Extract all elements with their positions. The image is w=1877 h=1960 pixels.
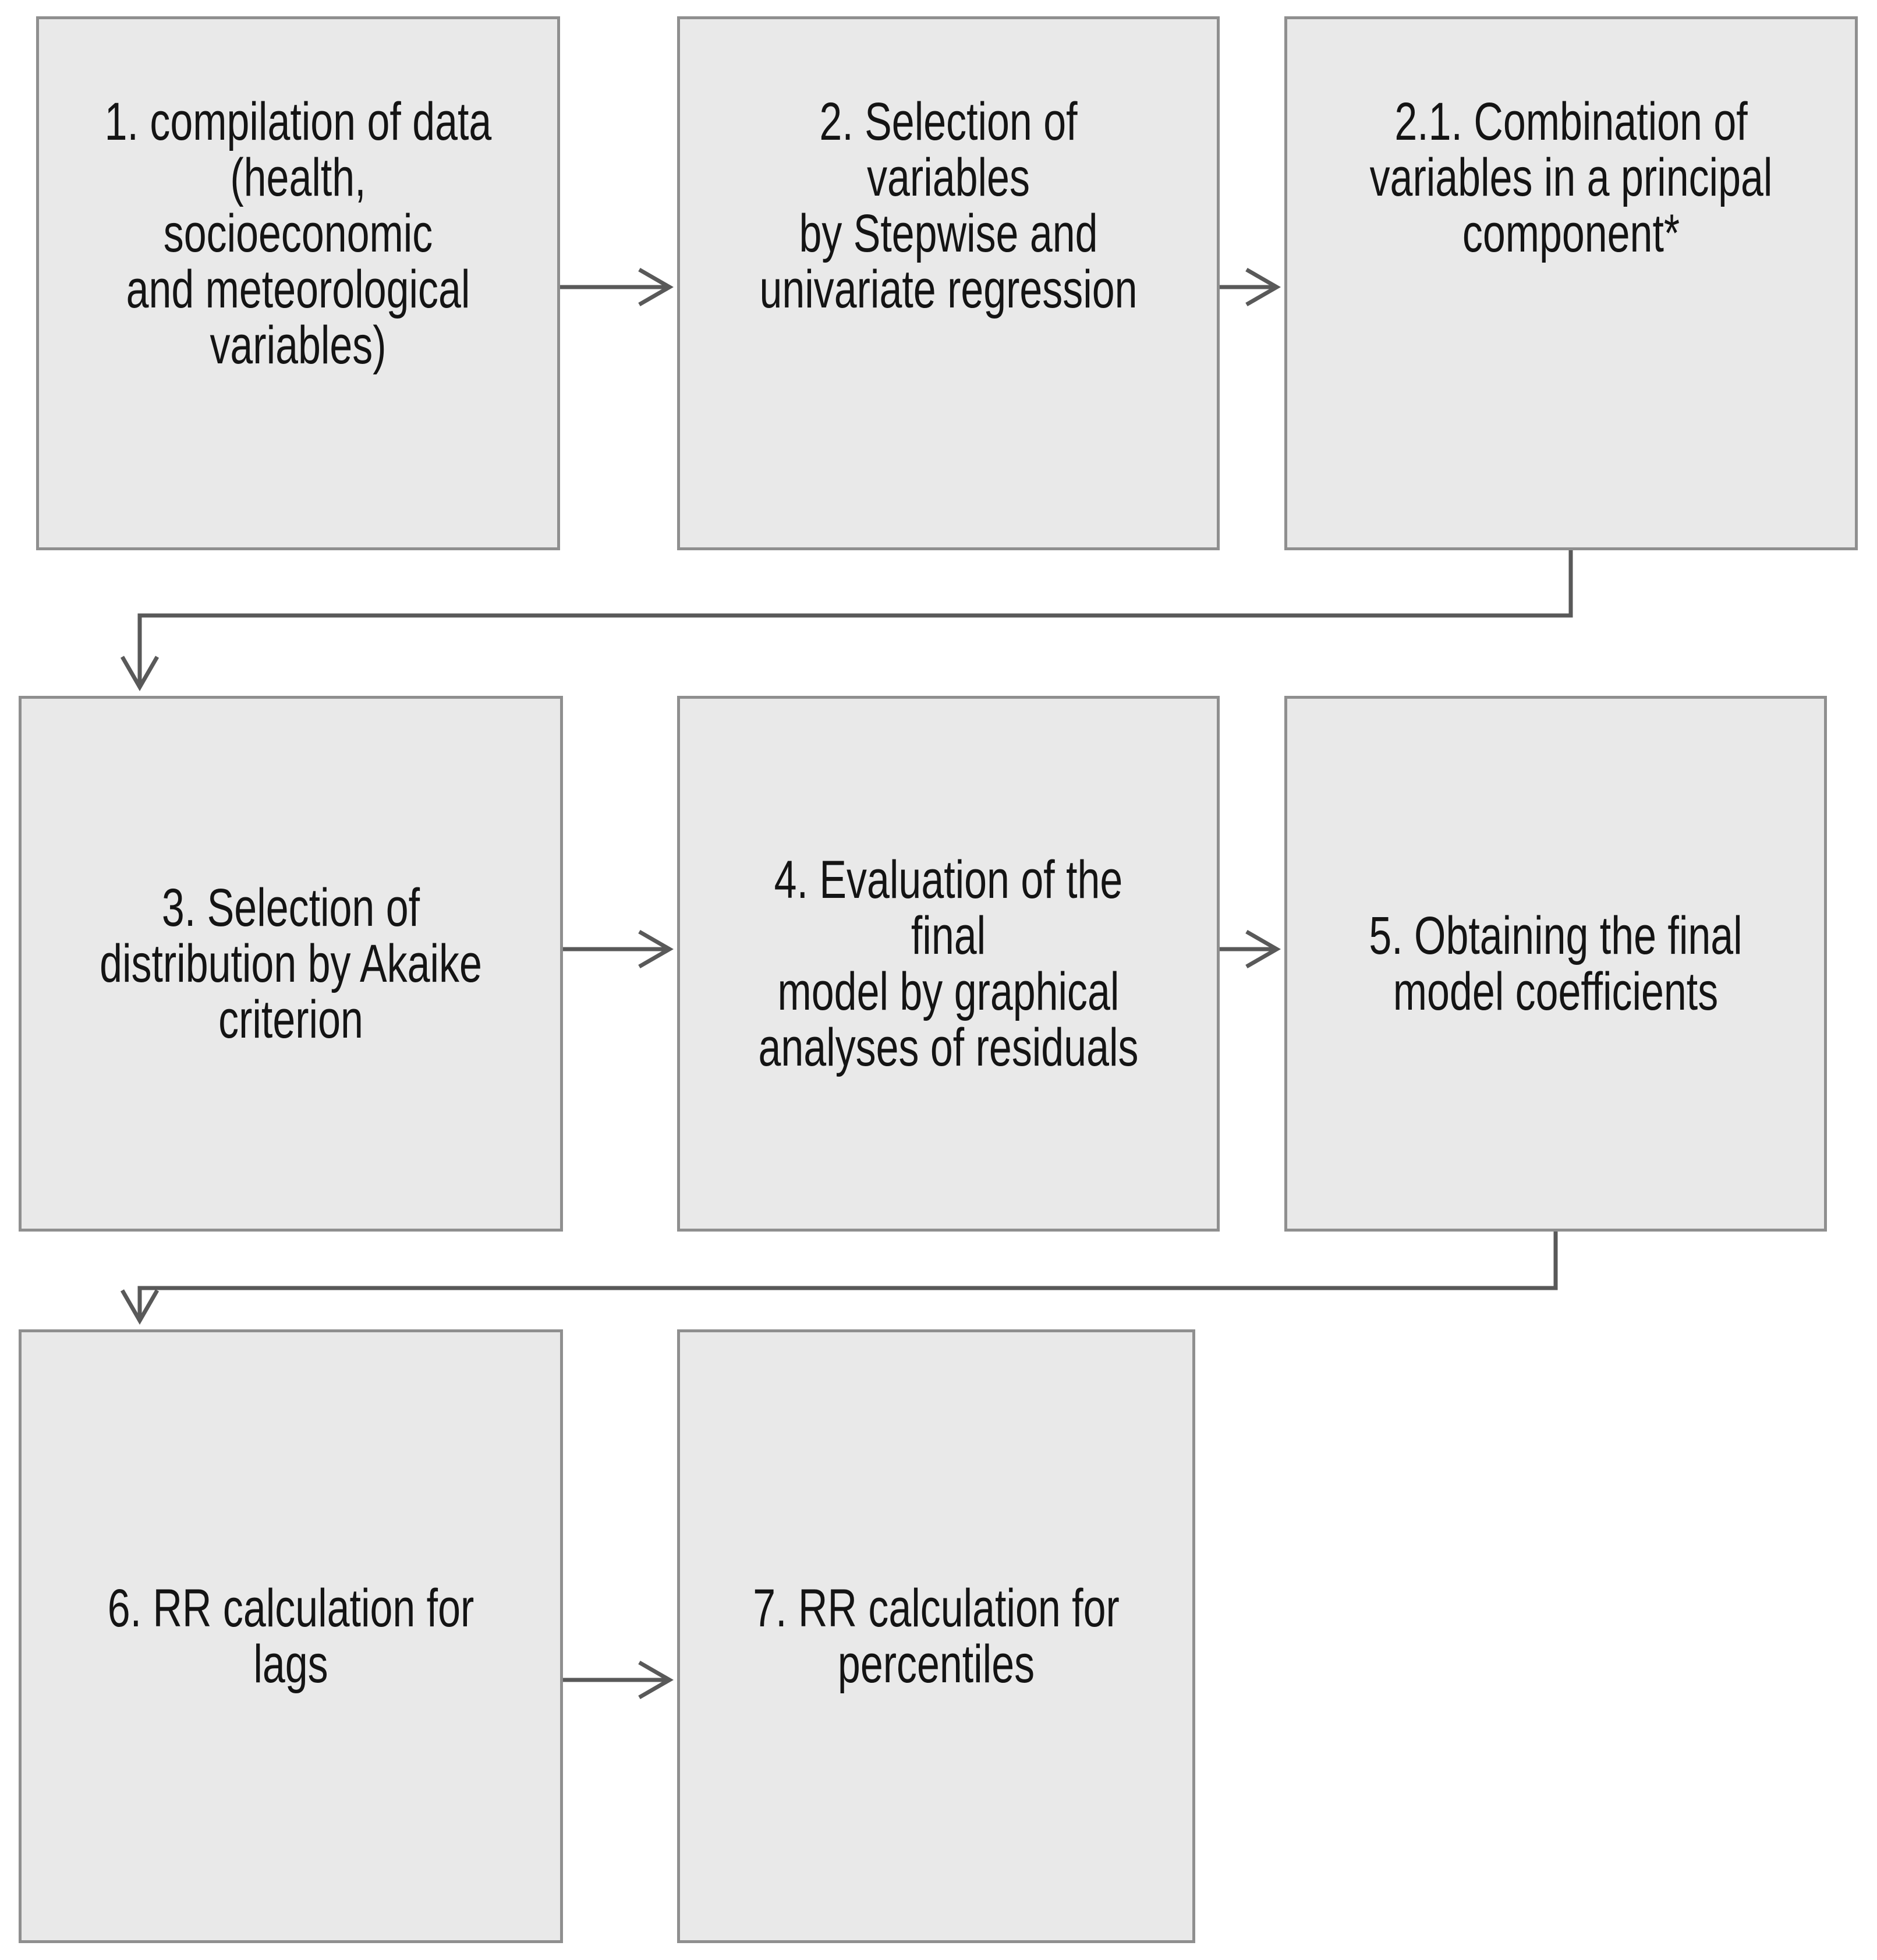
flow-step-5: 5. Obtaining the final model coefficient… bbox=[1284, 696, 1827, 1232]
flow-step-7: 7. RR calculation for percentiles bbox=[677, 1329, 1195, 1943]
flow-step-2-1: 2.1. Combination of variables in a princ… bbox=[1284, 16, 1858, 550]
flow-step-5-label: 5. Obtaining the final model coefficient… bbox=[1369, 906, 1743, 1021]
flow-step-6: 6. RR calculation for lags bbox=[19, 1329, 563, 1943]
connector-2-1-to-3 bbox=[120, 550, 1573, 692]
flow-step-1: 1. compilation of data (health, socioeco… bbox=[36, 16, 560, 550]
flow-step-4: 4. Evaluation of the final model by grap… bbox=[677, 696, 1220, 1232]
flow-step-2: 2. Selection of variables by Stepwise an… bbox=[677, 16, 1220, 550]
flow-step-3: 3. Selection of distribution by Akaike c… bbox=[19, 696, 563, 1232]
flow-step-1-label: 1. compilation of data (health, socioeco… bbox=[104, 92, 492, 375]
flow-step-2-1-label: 2.1. Combination of variables in a princ… bbox=[1369, 92, 1773, 263]
flow-step-2-label: 2. Selection of variables by Stepwise an… bbox=[759, 92, 1138, 319]
flow-step-7-label: 7. RR calculation for percentiles bbox=[753, 1579, 1120, 1694]
connector-5-to-6 bbox=[120, 1232, 1558, 1325]
flow-step-4-label: 4. Evaluation of the final model by grap… bbox=[758, 850, 1139, 1077]
flow-step-3-label: 3. Selection of distribution by Akaike c… bbox=[100, 878, 482, 1049]
flow-step-6-label: 6. RR calculation for lags bbox=[107, 1579, 474, 1694]
